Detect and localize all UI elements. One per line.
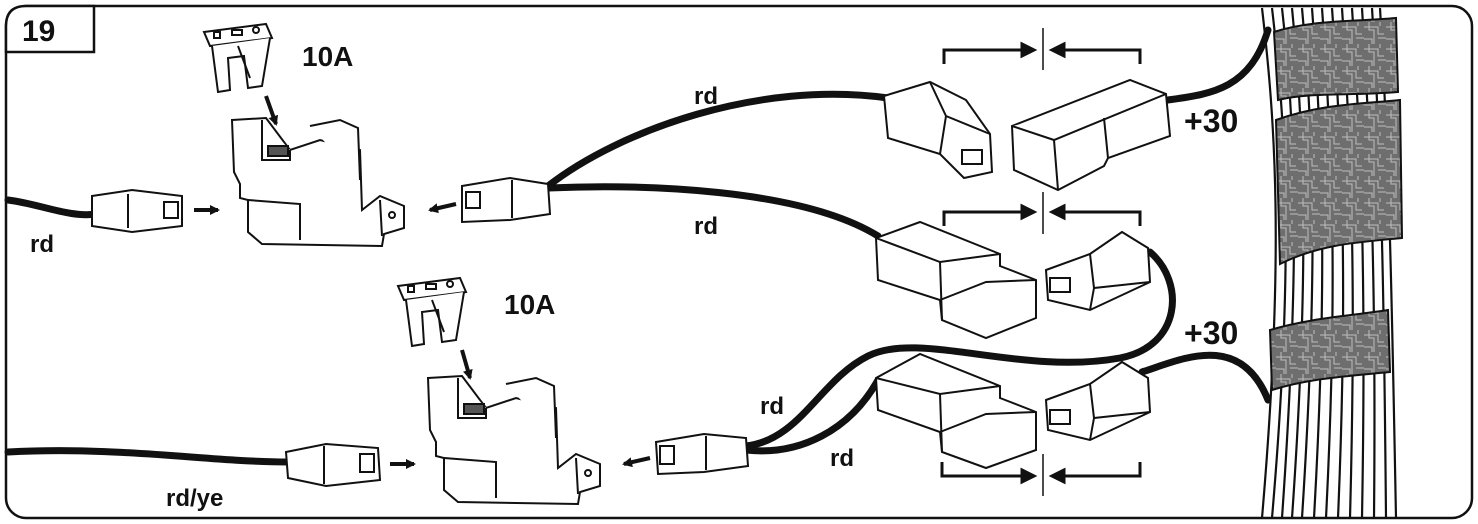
- plug-center-top: [461, 176, 552, 224]
- arrow-into-fuse-holder-top-right: [428, 202, 457, 214]
- wire-lower-to-plug: [544, 183, 882, 240]
- arrow-fuse-insert-top: [264, 95, 279, 126]
- mating-indicator-3: [940, 454, 1142, 496]
- connector-female-2: [874, 220, 1037, 340]
- wire-label-lower-1: rd: [760, 393, 784, 420]
- mating-indicator-2: [942, 192, 1142, 234]
- wire-lower-plug: [742, 376, 882, 455]
- wire-plus30-top: [1164, 26, 1272, 104]
- connector-male-2: [1044, 230, 1152, 312]
- plug-left-top: [91, 188, 183, 234]
- connector-female-3: [874, 352, 1037, 470]
- wire-upper-to-plug: [544, 90, 892, 190]
- arrow-fuse-insert-bottom: [460, 349, 473, 380]
- plug-center-bottom: [654, 432, 750, 476]
- connector-male-1: [882, 80, 994, 180]
- fuse-holder-top: [230, 116, 405, 248]
- wire-left-top: [4, 196, 100, 219]
- harness-tape-middle: [1274, 98, 1404, 266]
- harness-tape-top: [1272, 16, 1400, 102]
- wire-label-upper-1: rd: [694, 83, 718, 110]
- step-badge: 19: [4, 4, 96, 54]
- wire-label-left-top: rd: [30, 231, 54, 258]
- fuse-blade-bottom: [396, 276, 468, 348]
- connector-female-1: [1010, 78, 1172, 192]
- fuse-blade-top: [202, 22, 274, 94]
- fuse-rating-bottom: 10A: [504, 289, 555, 320]
- mating-indicator-1: [942, 28, 1142, 70]
- terminal-label-bottom: +30: [1184, 315, 1238, 351]
- wire-left-bottom: [4, 447, 292, 466]
- fuse-holder-bottom: [426, 374, 601, 506]
- step-number: 19: [22, 15, 55, 48]
- plug-left-bottom: [284, 442, 382, 488]
- wire-label-lower-2: rd: [830, 445, 854, 472]
- wire-label-left-bottom: rd/ye: [166, 485, 223, 512]
- wire-label-upper-2: rd: [694, 213, 718, 240]
- arrow-into-fuse-holder-bottom-right: [622, 456, 651, 468]
- connector-male-3: [1044, 360, 1152, 442]
- wire-plus30-bottom: [1138, 351, 1272, 404]
- terminal-label-top: +30: [1184, 103, 1238, 139]
- fuse-rating-top: 10A: [302, 41, 353, 72]
- wire-loop-connector: [742, 248, 1176, 450]
- harness-tape-bottom: [1268, 308, 1392, 392]
